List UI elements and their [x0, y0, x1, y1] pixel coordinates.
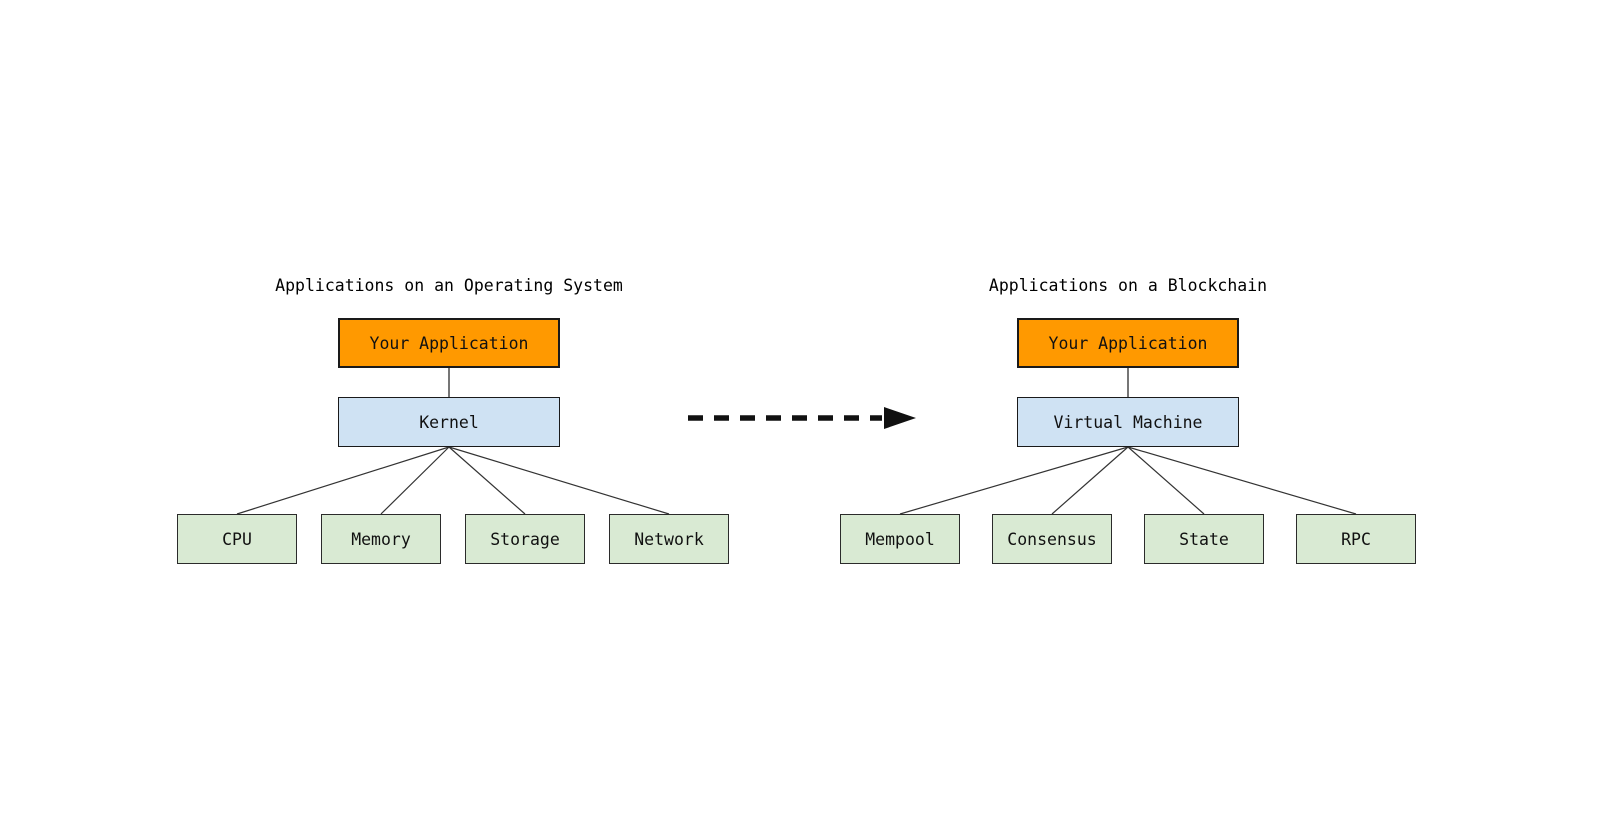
os-your-application-node: Your Application [338, 318, 560, 368]
blockchain-diagram-title: Applications on a Blockchain [988, 276, 1268, 295]
blockchain-virtual-machine-node: Virtual Machine [1017, 397, 1239, 447]
edge-vm-consensus [1051, 446, 1129, 515]
edge-kernel-memory [380, 446, 450, 515]
edge-kernel-network [448, 446, 670, 515]
edge-vm-rpc [1127, 446, 1357, 515]
blockchain-child-node-consensus: Consensus [992, 514, 1112, 564]
os-child-node-storage: Storage [465, 514, 585, 564]
edge-vm-mempool [899, 446, 1129, 515]
os-kernel-node: Kernel [338, 397, 560, 447]
blockchain-child-node-mempool: Mempool [840, 514, 960, 564]
os-child-node-cpu: CPU [177, 514, 297, 564]
edge-kernel-storage [448, 446, 526, 515]
transform-arrow-icon [688, 407, 916, 429]
blockchain-child-node-rpc: RPC [1296, 514, 1416, 564]
os-child-node-network: Network [609, 514, 729, 564]
os-diagram-title: Applications on an Operating System [275, 276, 623, 295]
edge-kernel-cpu [236, 446, 450, 515]
blockchain-child-node-state: State [1144, 514, 1264, 564]
os-child-node-memory: Memory [321, 514, 441, 564]
transform-arrow-head [884, 407, 916, 429]
blockchain-your-application-node: Your Application [1017, 318, 1239, 368]
edge-vm-state [1127, 446, 1205, 515]
